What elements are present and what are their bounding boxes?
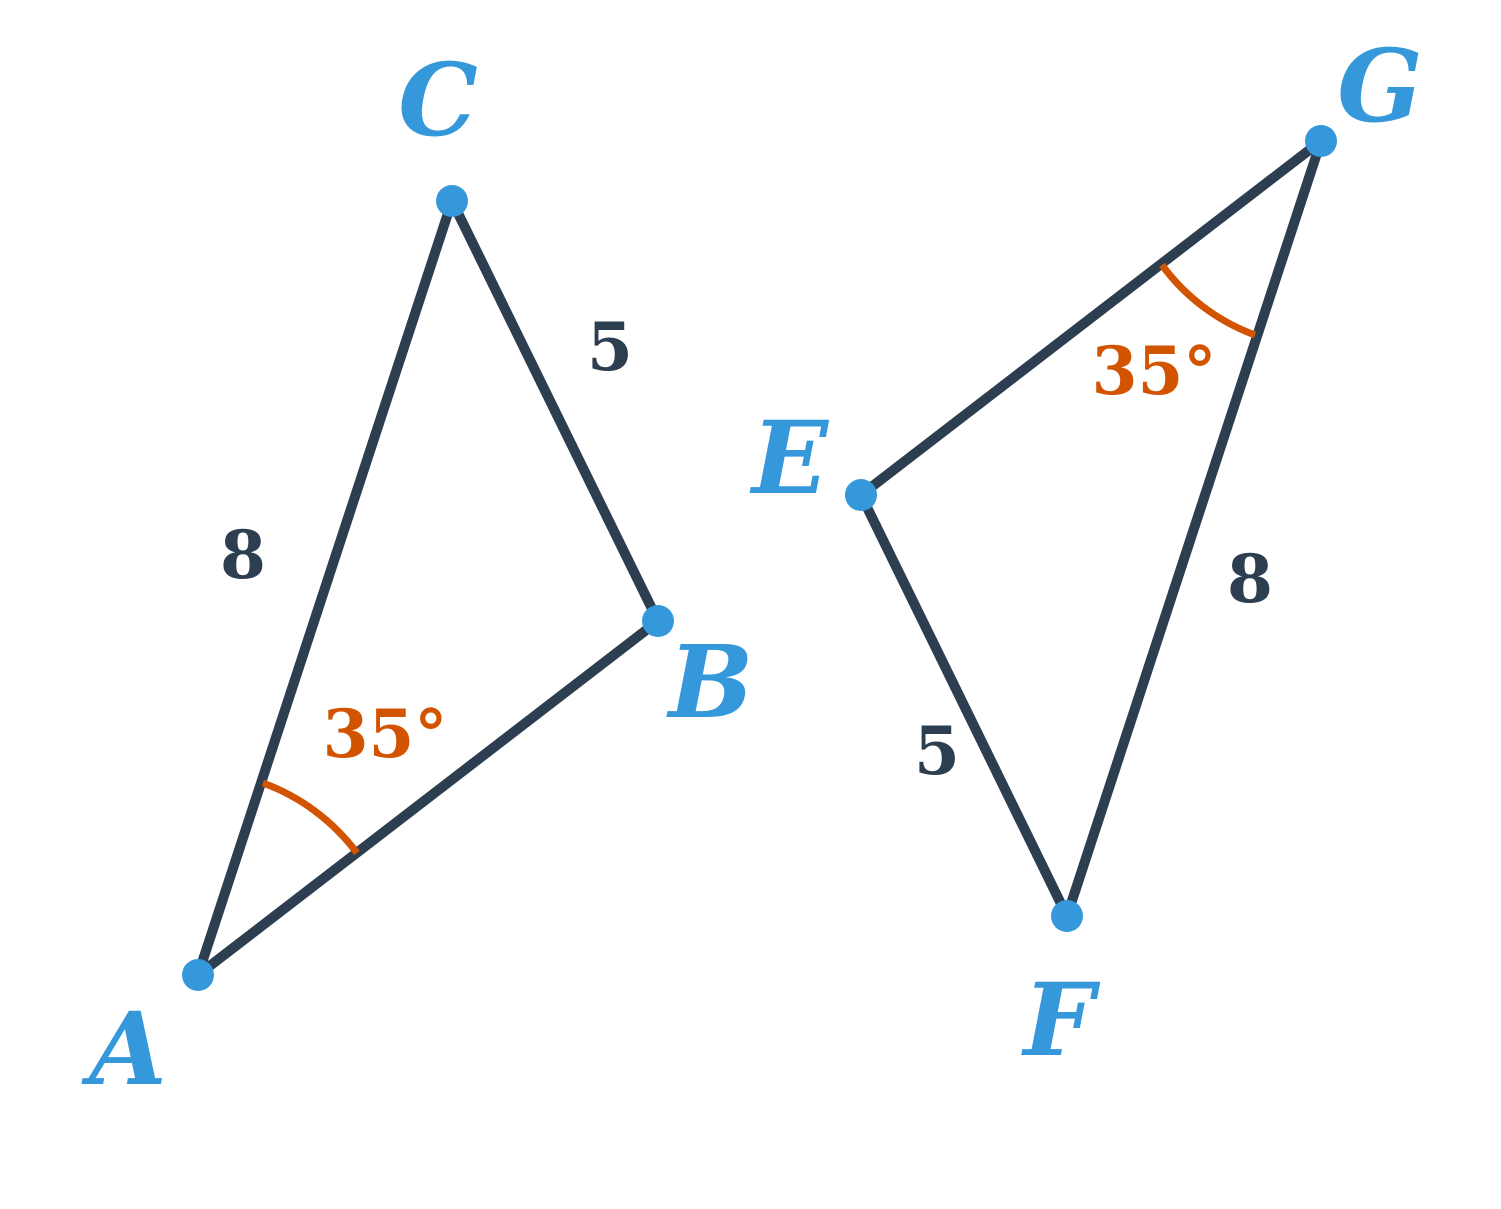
side-ef-length: 5	[914, 712, 960, 790]
vertex-f-point	[1051, 900, 1083, 932]
side-eg	[856, 136, 1326, 500]
side-ab	[193, 616, 663, 980]
angle-a-arc	[261, 779, 360, 856]
vertex-g-point	[1305, 125, 1337, 157]
triangle-efg: E F G 5 8 35°	[749, 27, 1423, 1079]
side-ac	[193, 196, 457, 980]
angle-g-arc	[1159, 262, 1257, 339]
side-cb	[447, 196, 663, 626]
side-cb-length: 5	[587, 308, 633, 386]
vertex-e-label: E	[749, 399, 830, 517]
side-fg-length: 8	[1227, 540, 1273, 618]
vertex-c-label: C	[398, 41, 478, 159]
side-fg	[1062, 136, 1326, 921]
side-ef	[856, 490, 1072, 921]
vertex-a-point	[182, 959, 214, 991]
side-ac-length: 8	[220, 516, 266, 594]
vertex-b-label: B	[666, 623, 754, 741]
vertex-a-label: A	[81, 990, 167, 1108]
vertex-c-point	[436, 185, 468, 217]
triangle-abc: A B C 8 5 35°	[81, 41, 753, 1108]
angle-g-label: 35°	[1092, 332, 1217, 410]
vertex-b-point	[642, 605, 674, 637]
angle-a-label: 35°	[323, 695, 448, 773]
vertex-f-label: F	[1021, 961, 1101, 1079]
vertex-e-point	[845, 479, 877, 511]
vertex-g-label: G	[1337, 27, 1422, 145]
